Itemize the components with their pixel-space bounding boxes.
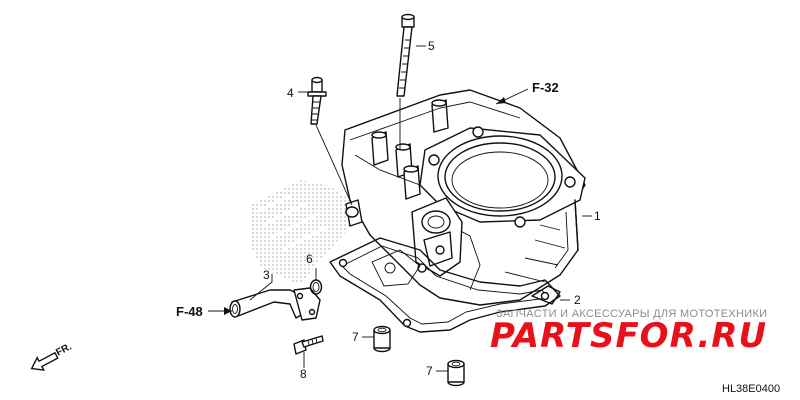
part-number-1: 1	[594, 209, 601, 223]
ref-arrow-f32	[495, 88, 529, 105]
leader-lines	[249, 45, 592, 372]
stud-bolt	[396, 13, 415, 150]
dowel-pin	[447, 359, 465, 387]
front-direction-arrow-icon	[30, 351, 59, 371]
cylinder-block	[341, 89, 586, 306]
part-number-2: 2	[574, 293, 581, 307]
watermark-brand: PARTSFOR.RU	[490, 316, 767, 356]
o-ring	[309, 279, 323, 295]
reference-label: F-32	[532, 80, 559, 95]
ref-arrow-f48	[208, 307, 232, 315]
part-number-8: 8	[300, 367, 307, 381]
watermark-tagline: ЗАПЧАСТИ И АКСЕССУАРЫ ДЛЯ МОТОТЕХНИКИ	[496, 308, 767, 320]
front-direction-label: FR.	[54, 341, 74, 358]
crankcase-ghost-outline	[250, 180, 352, 285]
flange-bolt	[307, 76, 353, 206]
part-number-6: 6	[306, 252, 313, 266]
bolt-small	[293, 335, 324, 355]
reference-label: F-48	[176, 304, 203, 319]
part-number-3: 3	[263, 268, 270, 282]
diagram-code: HL38E0400	[722, 383, 780, 395]
cylinder-base-gasket	[329, 237, 561, 333]
water-joint-pipe	[229, 287, 321, 321]
part-number-4: 4	[287, 86, 294, 100]
part-number-5: 5	[428, 39, 435, 53]
part-number-7: 7	[352, 330, 359, 344]
part-number-7: 7	[426, 364, 433, 378]
dowel-pin	[373, 325, 391, 353]
